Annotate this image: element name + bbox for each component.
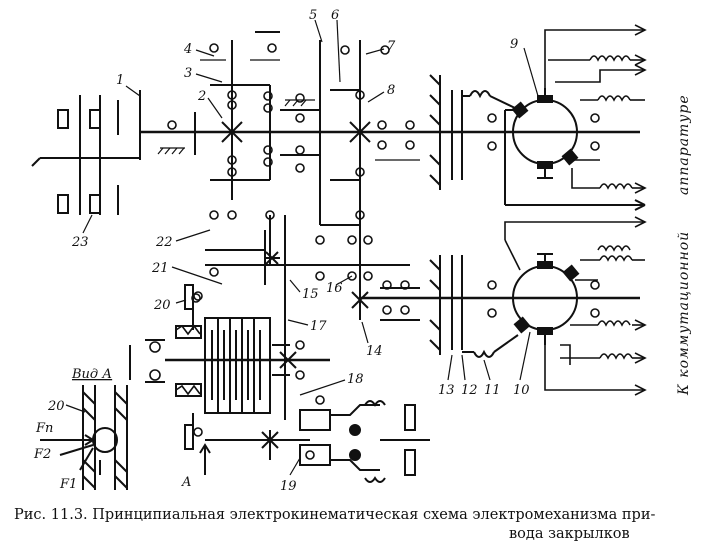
label-7: 7 xyxy=(387,39,396,54)
motor-9 xyxy=(504,88,646,211)
label-8: 8 xyxy=(387,83,395,98)
label-11: 11 xyxy=(484,383,501,398)
wiring-upper xyxy=(544,24,647,194)
arrow-a xyxy=(199,443,211,475)
label-19: 19 xyxy=(280,479,297,494)
figure-caption: Рис. 11.3. Принципиальная электрокинемат… xyxy=(14,506,704,544)
upper-planetary-gear xyxy=(194,31,371,225)
label-16: 16 xyxy=(326,281,343,296)
view-a-detail xyxy=(40,385,128,490)
label-22: 22 xyxy=(155,235,173,250)
force-2-label: F2 xyxy=(33,447,51,462)
label-14: 14 xyxy=(366,344,383,359)
housing-plates-lower xyxy=(380,255,519,358)
view-a-labels: Вид А Fп F2 F1 A xyxy=(33,367,191,492)
caption-line-2: вода закрылков xyxy=(509,526,630,542)
wiring-lower xyxy=(504,216,647,396)
label-6: 6 xyxy=(331,8,339,23)
label-9: 9 xyxy=(510,37,518,52)
label-20: 20 xyxy=(153,298,171,313)
force-n-label: Fп xyxy=(35,421,53,436)
label-2: 2 xyxy=(197,89,206,104)
label-5: 5 xyxy=(309,8,317,23)
side-text-top: аппаратуре xyxy=(676,94,692,195)
label-21: 21 xyxy=(151,261,169,276)
label-15: 15 xyxy=(302,287,319,302)
caption-line-1: Рис. 11.3. Принципиальная электрокинемат… xyxy=(14,507,656,523)
housing-plates-upper xyxy=(429,74,600,190)
brake-assembly-23 xyxy=(31,90,141,215)
arrow-a-label: A xyxy=(181,475,191,490)
force-1-label: F1 xyxy=(59,477,77,492)
label-17: 17 xyxy=(310,319,327,334)
label-4: 4 xyxy=(183,42,192,57)
label-3: 3 xyxy=(184,66,192,81)
label-18: 18 xyxy=(347,372,364,387)
label-13: 13 xyxy=(438,383,455,398)
gear-links xyxy=(205,215,410,420)
side-text-bottom: К коммутационной xyxy=(676,231,692,396)
upper-bearings xyxy=(167,43,415,220)
view-a-title: Вид А xyxy=(71,367,112,382)
label-20-view-a: 20 xyxy=(47,399,65,414)
leader-lines xyxy=(65,19,539,476)
label-1: 1 xyxy=(116,73,124,88)
motor-10 xyxy=(512,253,580,345)
label-10: 10 xyxy=(513,383,530,398)
limit-switch-19 xyxy=(205,395,430,483)
clutch-pack-20 xyxy=(129,284,330,450)
label-23: 23 xyxy=(71,235,89,250)
part-number-labels: 1 2 3 4 5 6 7 8 9 10 11 12 13 14 15 16 1… xyxy=(47,8,530,494)
ground-hatch-upper xyxy=(157,59,420,161)
label-12: 12 xyxy=(461,383,478,398)
